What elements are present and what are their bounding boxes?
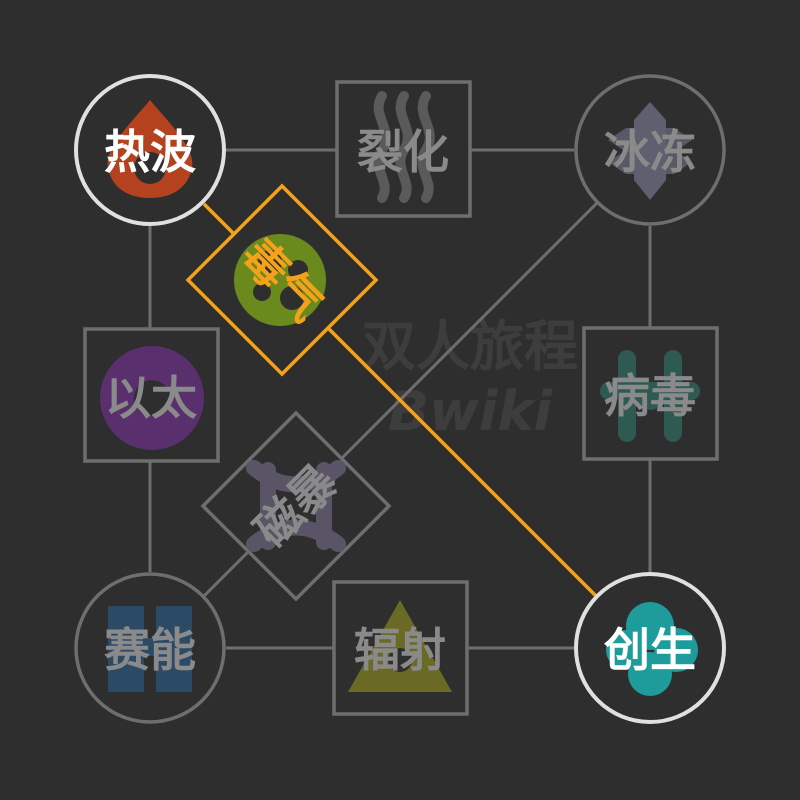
radiation-icon bbox=[348, 600, 452, 692]
node-virus-label: 病毒 bbox=[604, 369, 696, 423]
node-ether[interactable]: 以太 bbox=[83, 327, 220, 463]
connections bbox=[148, 148, 652, 650]
node-radiation-label: 辐射 bbox=[354, 623, 446, 677]
node-freeze-label: 冰冻 bbox=[604, 125, 696, 179]
edge-freeze-magstorm bbox=[339, 201, 599, 461]
seed-icon bbox=[606, 602, 698, 696]
node-fission-label: 裂化 bbox=[357, 125, 449, 179]
node-psionic-label: 赛能 bbox=[104, 623, 196, 677]
node-genesis[interactable]: 创生 bbox=[574, 572, 726, 724]
node-magstorm[interactable]: 磁暴 bbox=[200, 410, 392, 602]
gas-cloud-icon bbox=[234, 234, 326, 326]
node-freeze[interactable]: 冰冻 bbox=[574, 74, 726, 226]
watermark-title: 双人旅程 bbox=[362, 315, 578, 378]
flame-icon bbox=[107, 100, 193, 198]
node-ether-label: 以太 bbox=[105, 371, 197, 425]
node-virus[interactable]: 病毒 bbox=[582, 326, 719, 461]
ether-orb-icon bbox=[100, 346, 204, 450]
virus-icon bbox=[600, 350, 700, 442]
edge-heatwave-toxic-active bbox=[202, 202, 238, 238]
node-psionic[interactable]: 赛能 bbox=[74, 572, 226, 724]
node-toxic[interactable]: 毒气 bbox=[185, 183, 379, 377]
watermark: 双人旅程 Bwiki bbox=[362, 315, 578, 443]
node-heatwave[interactable]: 热波 bbox=[74, 74, 226, 226]
node-heatwave-label: 热波 bbox=[104, 125, 196, 179]
node-magstorm-border bbox=[200, 410, 392, 602]
ice-icon bbox=[608, 102, 692, 200]
edge-magstorm-psionic bbox=[201, 549, 251, 599]
node-genesis-label: 创生 bbox=[604, 623, 696, 677]
active-path bbox=[202, 202, 598, 598]
watermark-subtitle: Bwiki bbox=[388, 380, 553, 443]
node-radiation[interactable]: 辐射 bbox=[332, 580, 469, 716]
edge-toxic-genesis-active bbox=[327, 327, 598, 598]
smoke-icon bbox=[373, 91, 435, 203]
psi-icon bbox=[108, 606, 192, 692]
node-fission[interactable]: 裂化 bbox=[335, 80, 472, 218]
magnet-icon bbox=[246, 460, 346, 552]
